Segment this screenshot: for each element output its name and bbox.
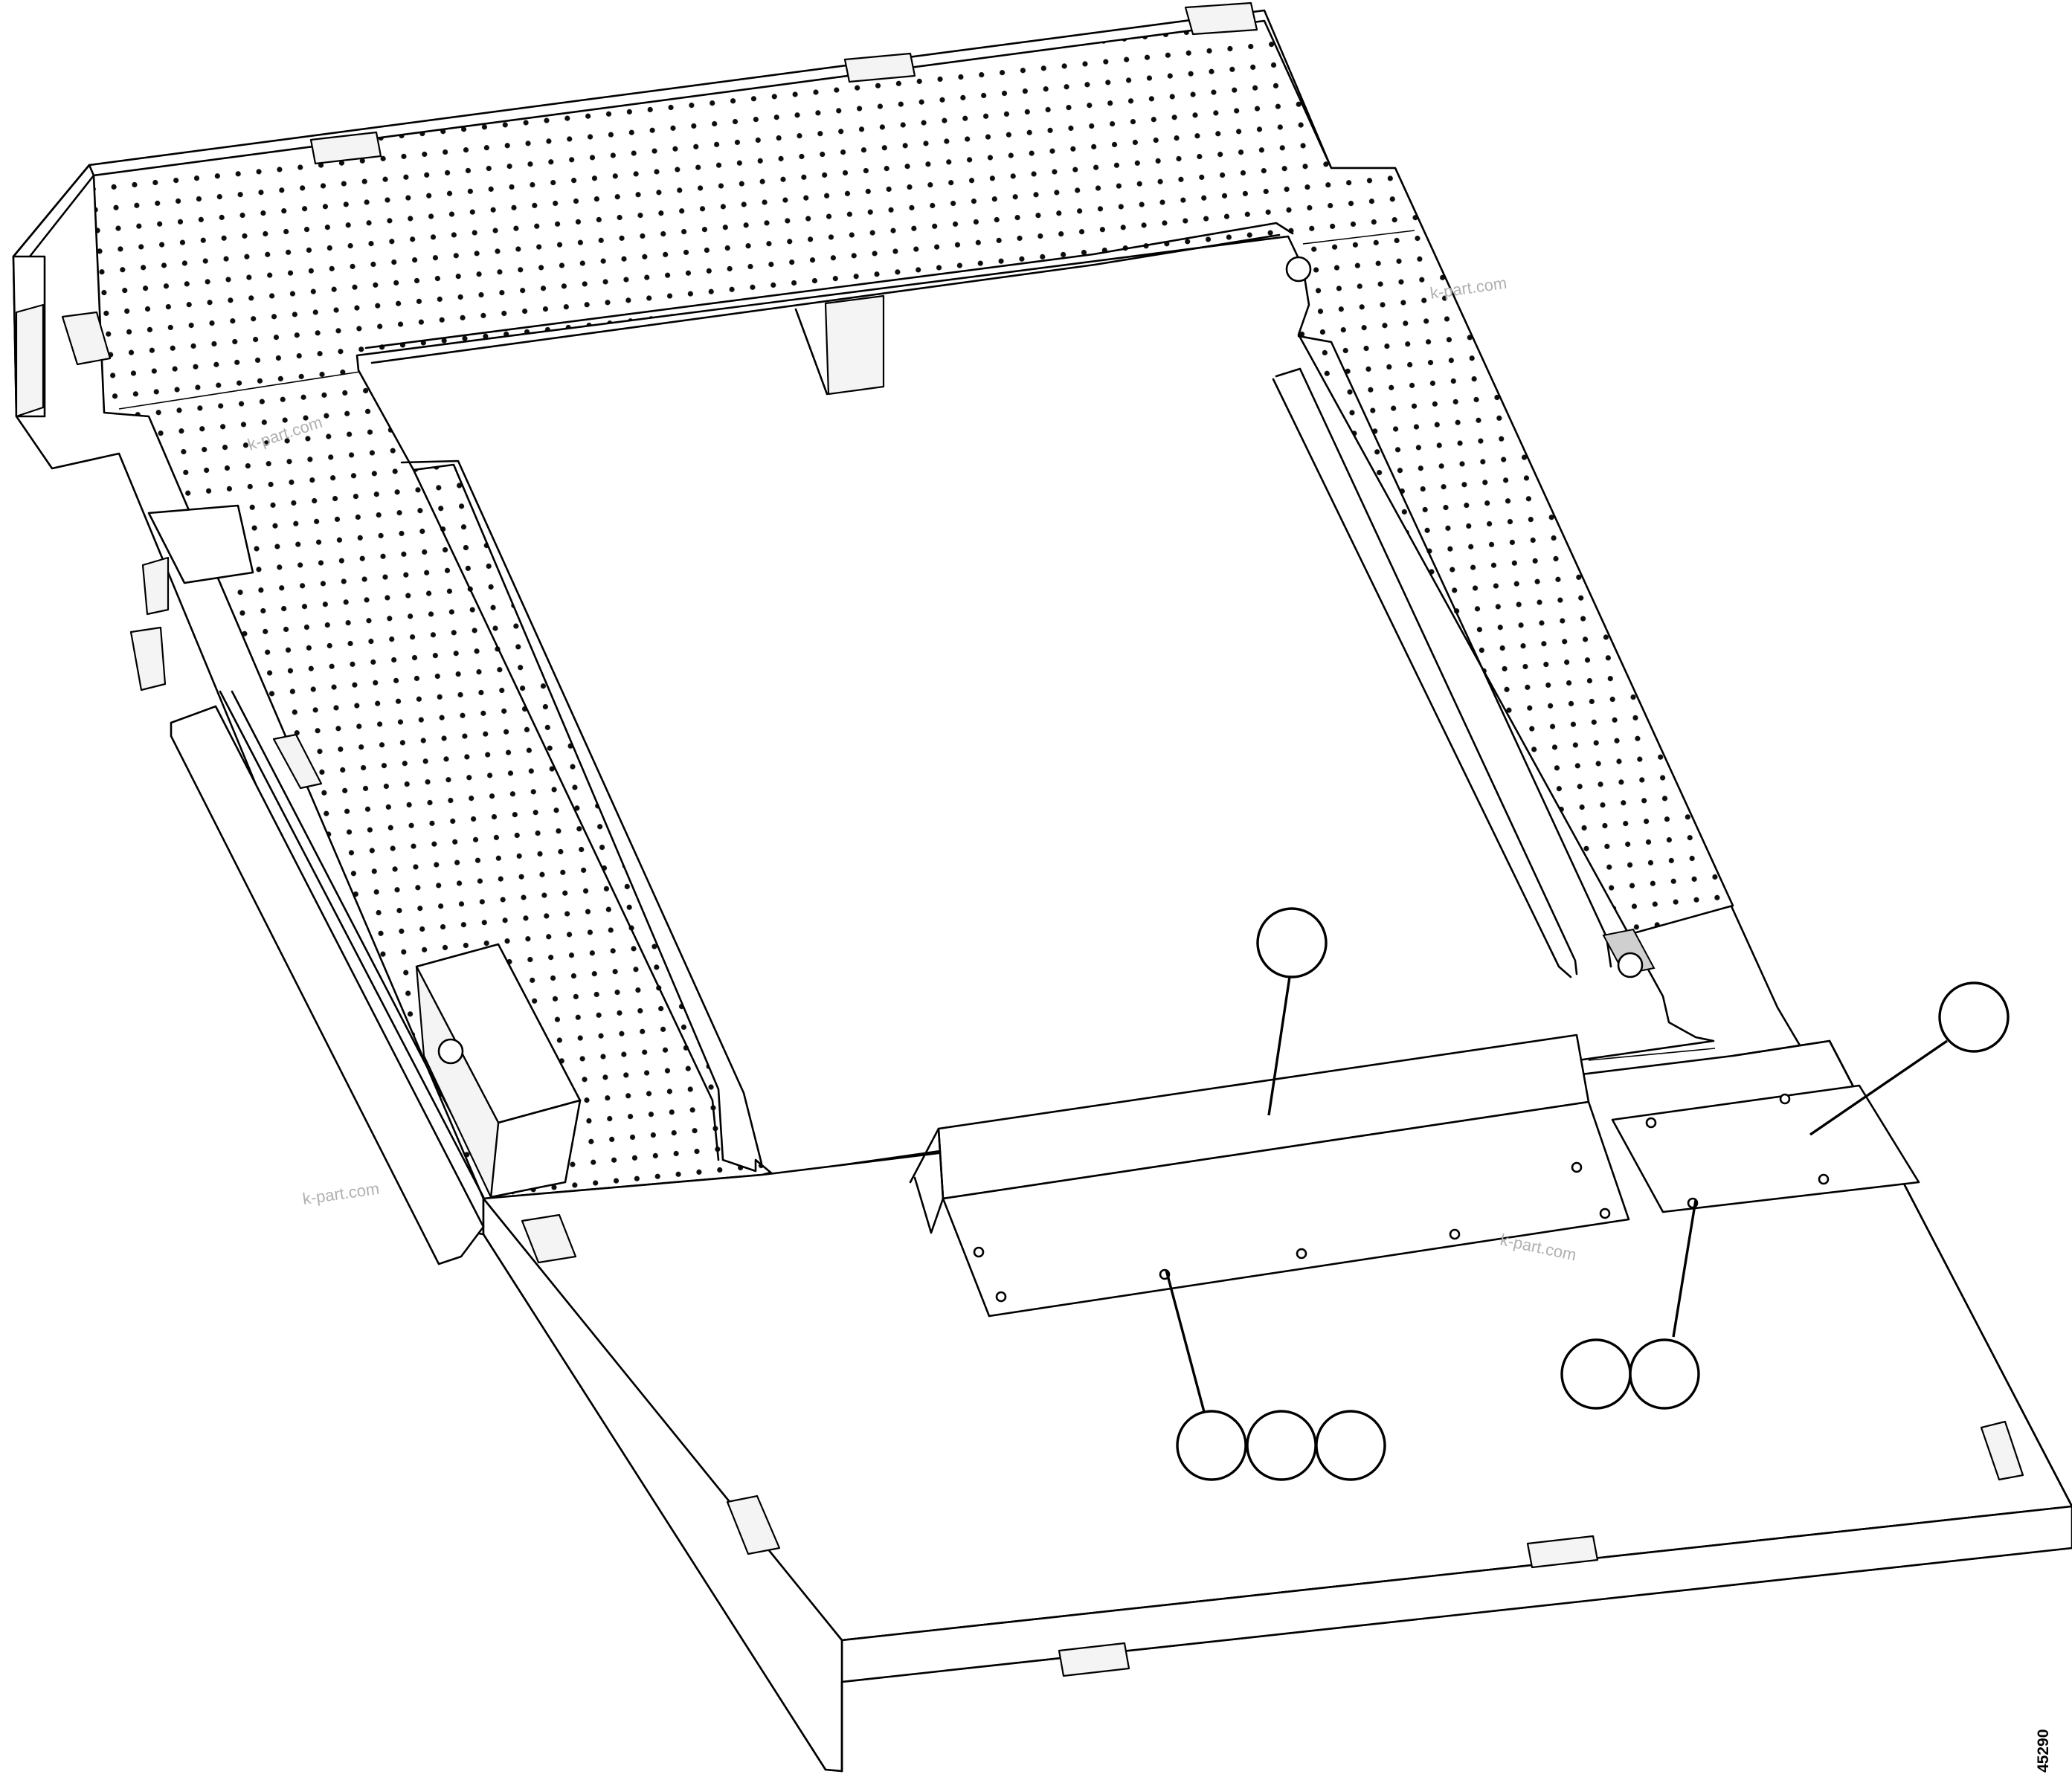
callout-balloon (1315, 1410, 1386, 1481)
leader-line (1165, 1269, 1208, 1421)
actuator-box (415, 943, 582, 1199)
callout-balloon (1560, 1338, 1632, 1410)
callout-balloon (1256, 907, 1328, 978)
callout-balloon (1246, 1410, 1317, 1481)
mount-pads (61, 1, 2024, 1677)
leader-line (1672, 1199, 1697, 1338)
callout-balloon (1938, 981, 2010, 1053)
callout-balloon (1176, 1410, 1247, 1481)
perforated-frame (92, 19, 1734, 1200)
callouts (1165, 907, 2010, 1481)
watermark-text: k-part.com (301, 1179, 380, 1208)
leader-line (1267, 976, 1291, 1116)
callout-balloon (1629, 1338, 1700, 1410)
shield-cover (909, 1034, 1630, 1318)
front-lip (482, 1197, 2072, 1773)
figure-number: 45290 (2035, 1729, 2052, 1773)
left-flange (12, 255, 492, 1265)
leader-line (1809, 1039, 1948, 1136)
channel-rails (364, 222, 1612, 1165)
